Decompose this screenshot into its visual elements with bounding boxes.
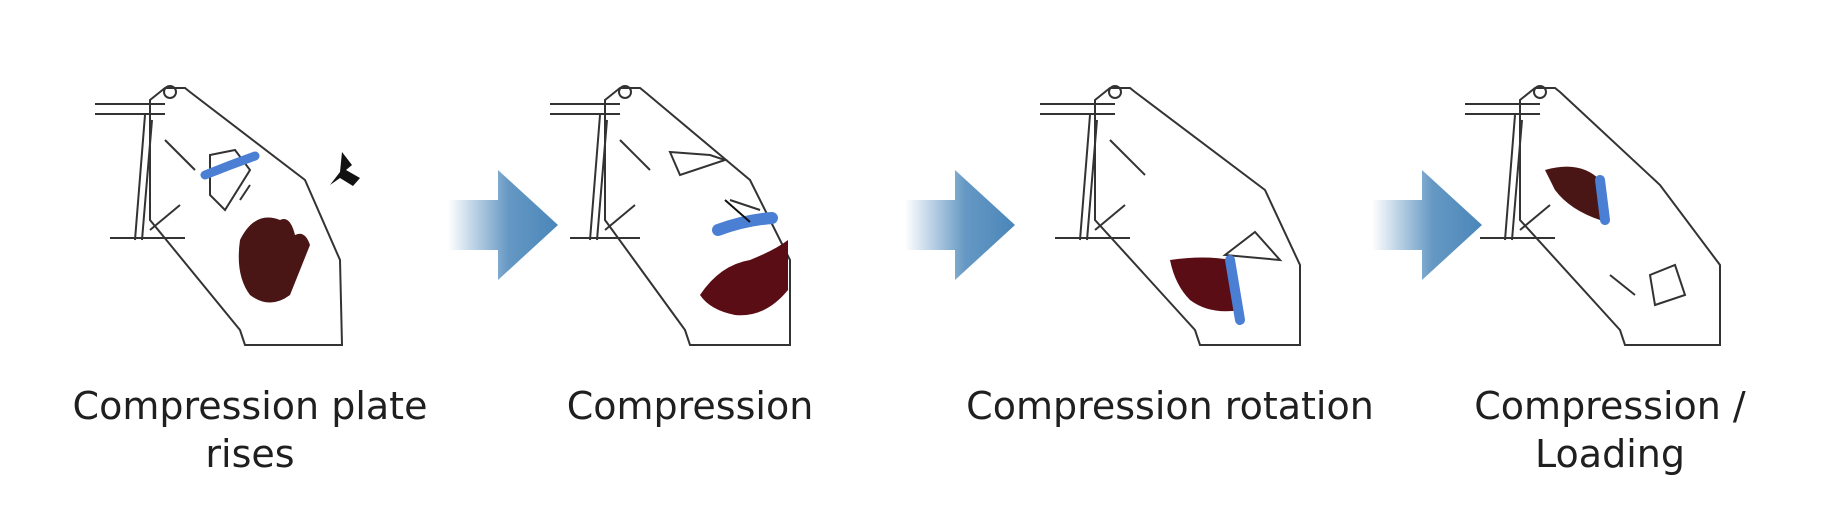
process-arrow-2 [905,170,1015,280]
step-3-caption: Compression rotation [960,382,1380,430]
step-1-caption-line2: rises [205,432,295,476]
step-3-caption-line1: Compression rotation [966,384,1374,428]
step-1-caption-line1: Compression plate [72,384,428,428]
step-4-caption: Compression / Loading [1420,382,1800,478]
process-arrow-3 [1372,170,1482,280]
step-2-caption-line1: Compression [566,384,814,428]
step-2-illustration [550,60,890,380]
process-arrow-1 [448,170,558,280]
step-1-caption: Compression plate rises [60,382,440,478]
step-4-caption-line2: Loading [1535,432,1685,476]
step-4-caption-line1: Compression / [1474,384,1746,428]
step-4-illustration [1460,60,1800,380]
step-2-caption: Compression [520,382,860,430]
step-3-illustration [1035,60,1375,380]
step-1-illustration [90,60,430,380]
